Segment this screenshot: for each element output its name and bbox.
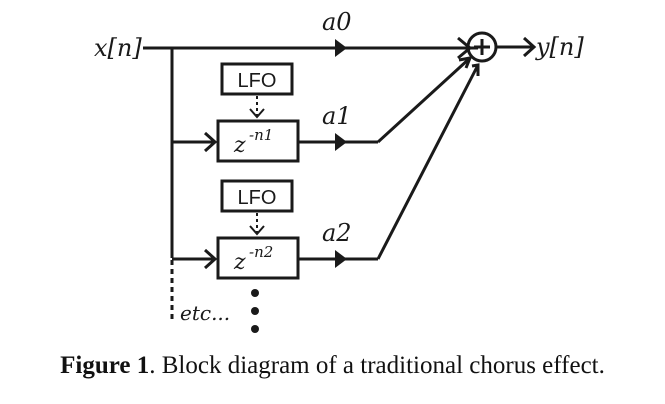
- delay2-base: z: [233, 250, 246, 275]
- sum-input-arrowhead-0: [457, 36, 473, 60]
- branch2-arrowhead: [203, 248, 218, 270]
- delay-box-2: [216, 236, 300, 280]
- input-label: x[n]: [94, 34, 142, 62]
- lfo-label-1: LFO: [238, 70, 277, 92]
- figure-caption: Figure 1. Block diagram of a traditional…: [0, 352, 665, 380]
- delay2-exponent: -n2: [249, 243, 273, 261]
- branch1-to-sum-line: [376, 56, 472, 144]
- lfo-box-1: [220, 62, 294, 96]
- gain-a1-triangle: [335, 133, 347, 151]
- delay1-exponent: -n1: [249, 126, 273, 144]
- lfo-label-2: LFO: [238, 187, 277, 209]
- lfo2-arrowhead: [249, 225, 265, 236]
- caption-text: . Block diagram of a traditional chorus …: [149, 352, 605, 379]
- etc-label: etc...: [180, 301, 230, 325]
- lfo1-arrowhead: [249, 108, 265, 119]
- delay-box-1: [216, 119, 300, 163]
- gain-a0-triangle: [335, 39, 347, 57]
- sum-input-arrowhead-1: [458, 56, 473, 69]
- output-arrowhead: [522, 36, 537, 58]
- continuation-dot: [251, 289, 259, 297]
- output-label: y[n]: [535, 33, 584, 61]
- delay1-base: z: [233, 133, 246, 158]
- branch2-to-sum-line: [376, 64, 480, 260]
- gain-label-a0: a0: [322, 8, 352, 36]
- continuation-dot: [251, 307, 259, 315]
- gain-a2-triangle: [335, 250, 347, 268]
- gain-label-a2: a2: [322, 219, 352, 247]
- lfo-box-2: [220, 179, 294, 213]
- sum-input-arrowhead-2: [471, 63, 480, 76]
- figure-number: Figure 1: [60, 352, 150, 379]
- branch1-arrowhead: [203, 131, 218, 153]
- gain-label-a1: a1: [322, 102, 352, 130]
- continuation-dot: [251, 325, 259, 333]
